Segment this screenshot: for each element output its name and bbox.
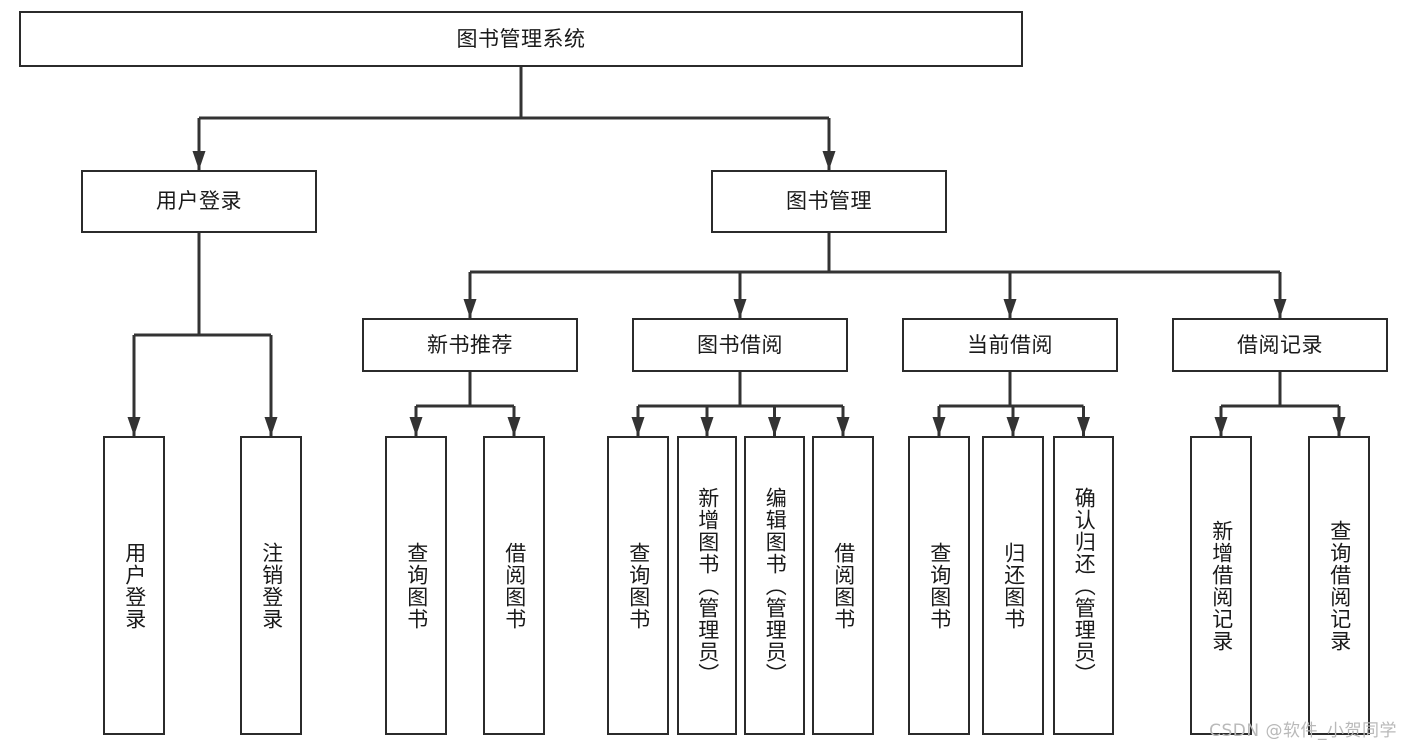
node-label: 新书推荐 [427,332,513,357]
node-current[interactable]: 当前借阅 [902,318,1118,372]
node-record[interactable]: 借阅记录 [1172,318,1388,372]
node-leaf-user-login[interactable]: 用户登录 [103,436,165,735]
node-root[interactable]: 图书管理系统 [19,11,1023,67]
node-label: 查询图书 [404,541,429,630]
node-login[interactable]: 用户登录 [81,170,317,233]
arrowhead-bookmgmt [822,151,836,170]
arrowhead-leaf-borrow-do [836,417,850,436]
arrowhead-current [1003,299,1017,318]
arrowhead-leaf-borrow-query [631,417,645,436]
node-leaf-borrow-query[interactable]: 查询图书 [607,436,669,735]
node-leaf-borrow-do[interactable]: 借阅图书 [812,436,874,735]
arrowhead-leaf-user-login [127,417,141,436]
node-label: 用户登录 [122,541,147,630]
arrowhead-leaf-current-query [932,417,946,436]
arrowhead-leaf-new-query [409,417,423,436]
node-label: 新增图书（管理员） [695,486,720,685]
node-label: 查询借阅记录 [1327,519,1352,652]
node-label: 确认归还（管理员） [1072,486,1097,685]
node-label: 查询图书 [927,541,952,630]
node-label: 当前借阅 [967,332,1053,357]
node-leaf-record-add[interactable]: 新增借阅记录 [1190,436,1252,735]
arrowhead-login [192,151,206,170]
node-leaf-record-query[interactable]: 查询借阅记录 [1308,436,1370,735]
arrowhead-leaf-borrow-edit [768,417,781,436]
arrowhead-leaf-current-confirm [1077,417,1090,436]
node-label: 借阅图书 [831,541,856,630]
node-label: 查询图书 [626,541,651,630]
arrowhead-record [1273,299,1287,318]
arrowhead-leaf-record-query [1332,417,1346,436]
arrowhead-leaf-record-add [1214,417,1228,436]
node-label: 归还图书 [1001,541,1026,630]
node-borrow[interactable]: 图书借阅 [632,318,848,372]
node-leaf-current-return[interactable]: 归还图书 [982,436,1044,735]
arrowhead-leaf-user-logout [264,417,278,436]
node-label: 新增借阅记录 [1209,519,1234,652]
node-label: 编辑图书（管理员） [763,486,788,685]
node-newbook[interactable]: 新书推荐 [362,318,578,372]
node-leaf-borrow-edit[interactable]: 编辑图书（管理员） [744,436,805,735]
arrowhead-leaf-current-return [1006,417,1020,436]
node-label: 借阅记录 [1237,332,1323,357]
watermark: CSDN @软件_小贺同学 [1209,721,1397,741]
arrowhead-newbook [463,299,477,318]
node-label: 图书管理 [786,189,872,214]
node-label: 图书借阅 [697,332,783,357]
node-label: 借阅图书 [502,541,527,630]
node-leaf-new-borrow[interactable]: 借阅图书 [483,436,545,735]
node-label: 图书管理系统 [456,26,586,51]
node-leaf-current-confirm[interactable]: 确认归还（管理员） [1053,436,1114,735]
node-leaf-current-query[interactable]: 查询图书 [908,436,970,735]
node-label: 用户登录 [156,189,242,214]
node-leaf-user-logout[interactable]: 注销登录 [240,436,302,735]
arrowhead-borrow [733,299,747,318]
arrowhead-leaf-new-borrow [507,417,521,436]
arrowhead-leaf-borrow-add [700,417,714,436]
node-label: 注销登录 [259,541,284,630]
node-leaf-borrow-add[interactable]: 新增图书（管理员） [677,436,737,735]
node-leaf-new-query[interactable]: 查询图书 [385,436,447,735]
node-bookmgmt[interactable]: 图书管理 [711,170,947,233]
